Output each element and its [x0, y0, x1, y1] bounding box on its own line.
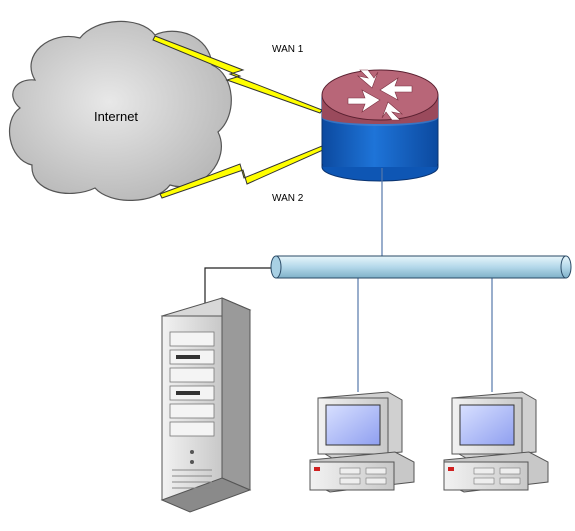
workstation-2-icon [443, 391, 549, 493]
network-bus [270, 255, 572, 279]
router-icon [321, 69, 439, 182]
server-tower-icon [160, 297, 252, 513]
wan1-label: WAN 1 [272, 44, 304, 55]
wan1-link [152, 35, 323, 114]
workstation-1-icon [309, 391, 415, 493]
wan2-label: WAN 2 [272, 193, 304, 204]
cloud-label: Internet [94, 109, 138, 124]
server-to-bus-line [204, 267, 276, 310]
internet-cloud-icon: Internet [8, 20, 232, 201]
